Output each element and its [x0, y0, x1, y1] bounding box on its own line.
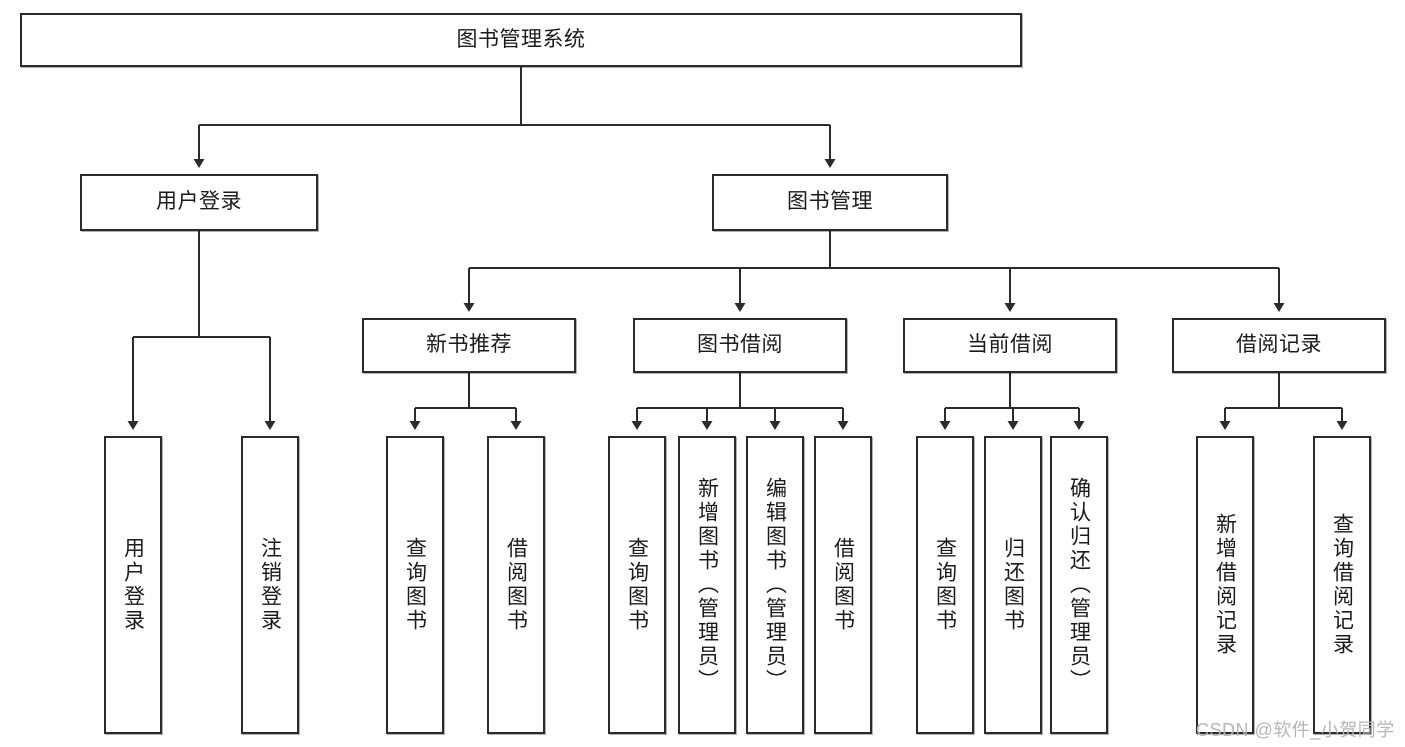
node-leaf-add-book-admin-label: 新增图书（管理员）	[695, 477, 719, 693]
watermark-text: CSDN @软件_小贺同学	[1196, 720, 1395, 740]
node-new-book-recommend[interactable]: 新书推荐	[362, 318, 576, 373]
node-leaf-user-logout[interactable]: 注销登录	[241, 436, 299, 734]
node-user-login-label: 用户登录	[156, 190, 242, 214]
node-leaf-user-login[interactable]: 用户登录	[104, 436, 162, 734]
node-book-manage[interactable]: 图书管理	[712, 174, 948, 231]
node-leaf-edit-book-admin-label: 编辑图书（管理员）	[763, 477, 787, 693]
node-leaf-query-book-new-label: 查询图书	[403, 537, 427, 633]
node-leaf-user-login-label: 用户登录	[121, 537, 145, 633]
node-leaf-query-book-borrow-label: 查询图书	[625, 537, 649, 633]
node-leaf-query-book-current-label: 查询图书	[933, 537, 957, 633]
node-leaf-confirm-return-admin[interactable]: 确认归还（管理员）	[1050, 436, 1108, 734]
node-new-book-recommend-label: 新书推荐	[426, 333, 512, 357]
csdn-watermark: CSDN @软件_小贺同学	[1196, 716, 1395, 742]
node-leaf-query-book-new[interactable]: 查询图书	[386, 436, 444, 734]
node-leaf-edit-book-admin[interactable]: 编辑图书（管理员）	[746, 436, 804, 734]
node-user-login[interactable]: 用户登录	[80, 174, 318, 231]
node-root-label: 图书管理系统	[456, 27, 586, 51]
node-book-manage-label: 图书管理	[787, 190, 873, 214]
node-leaf-query-borrow-record[interactable]: 查询借阅记录	[1313, 436, 1371, 734]
node-leaf-add-borrow-record[interactable]: 新增借阅记录	[1196, 436, 1254, 734]
node-leaf-add-borrow-record-label: 新增借阅记录	[1213, 513, 1237, 657]
node-current-borrow[interactable]: 当前借阅	[903, 318, 1117, 373]
node-book-borrow-label: 图书借阅	[697, 333, 783, 357]
node-borrow-record[interactable]: 借阅记录	[1172, 318, 1386, 373]
node-leaf-borrow-book[interactable]: 借阅图书	[814, 436, 872, 734]
node-leaf-add-book-admin[interactable]: 新增图书（管理员）	[678, 436, 736, 734]
node-leaf-return-book[interactable]: 归还图书	[984, 436, 1042, 734]
node-leaf-confirm-return-admin-label: 确认归还（管理员）	[1067, 477, 1091, 693]
node-leaf-query-book-current[interactable]: 查询图书	[916, 436, 974, 734]
node-leaf-borrow-book-label: 借阅图书	[831, 537, 855, 633]
node-leaf-query-book-borrow[interactable]: 查询图书	[608, 436, 666, 734]
node-leaf-borrow-book-new[interactable]: 借阅图书	[487, 436, 545, 734]
node-book-borrow[interactable]: 图书借阅	[633, 318, 847, 373]
node-borrow-record-label: 借阅记录	[1236, 333, 1322, 357]
node-current-borrow-label: 当前借阅	[967, 333, 1053, 357]
node-leaf-return-book-label: 归还图书	[1001, 537, 1025, 633]
node-leaf-borrow-book-new-label: 借阅图书	[504, 537, 528, 633]
node-leaf-query-borrow-record-label: 查询借阅记录	[1330, 513, 1354, 657]
node-root[interactable]: 图书管理系统	[20, 13, 1022, 67]
node-leaf-user-logout-label: 注销登录	[258, 537, 282, 633]
